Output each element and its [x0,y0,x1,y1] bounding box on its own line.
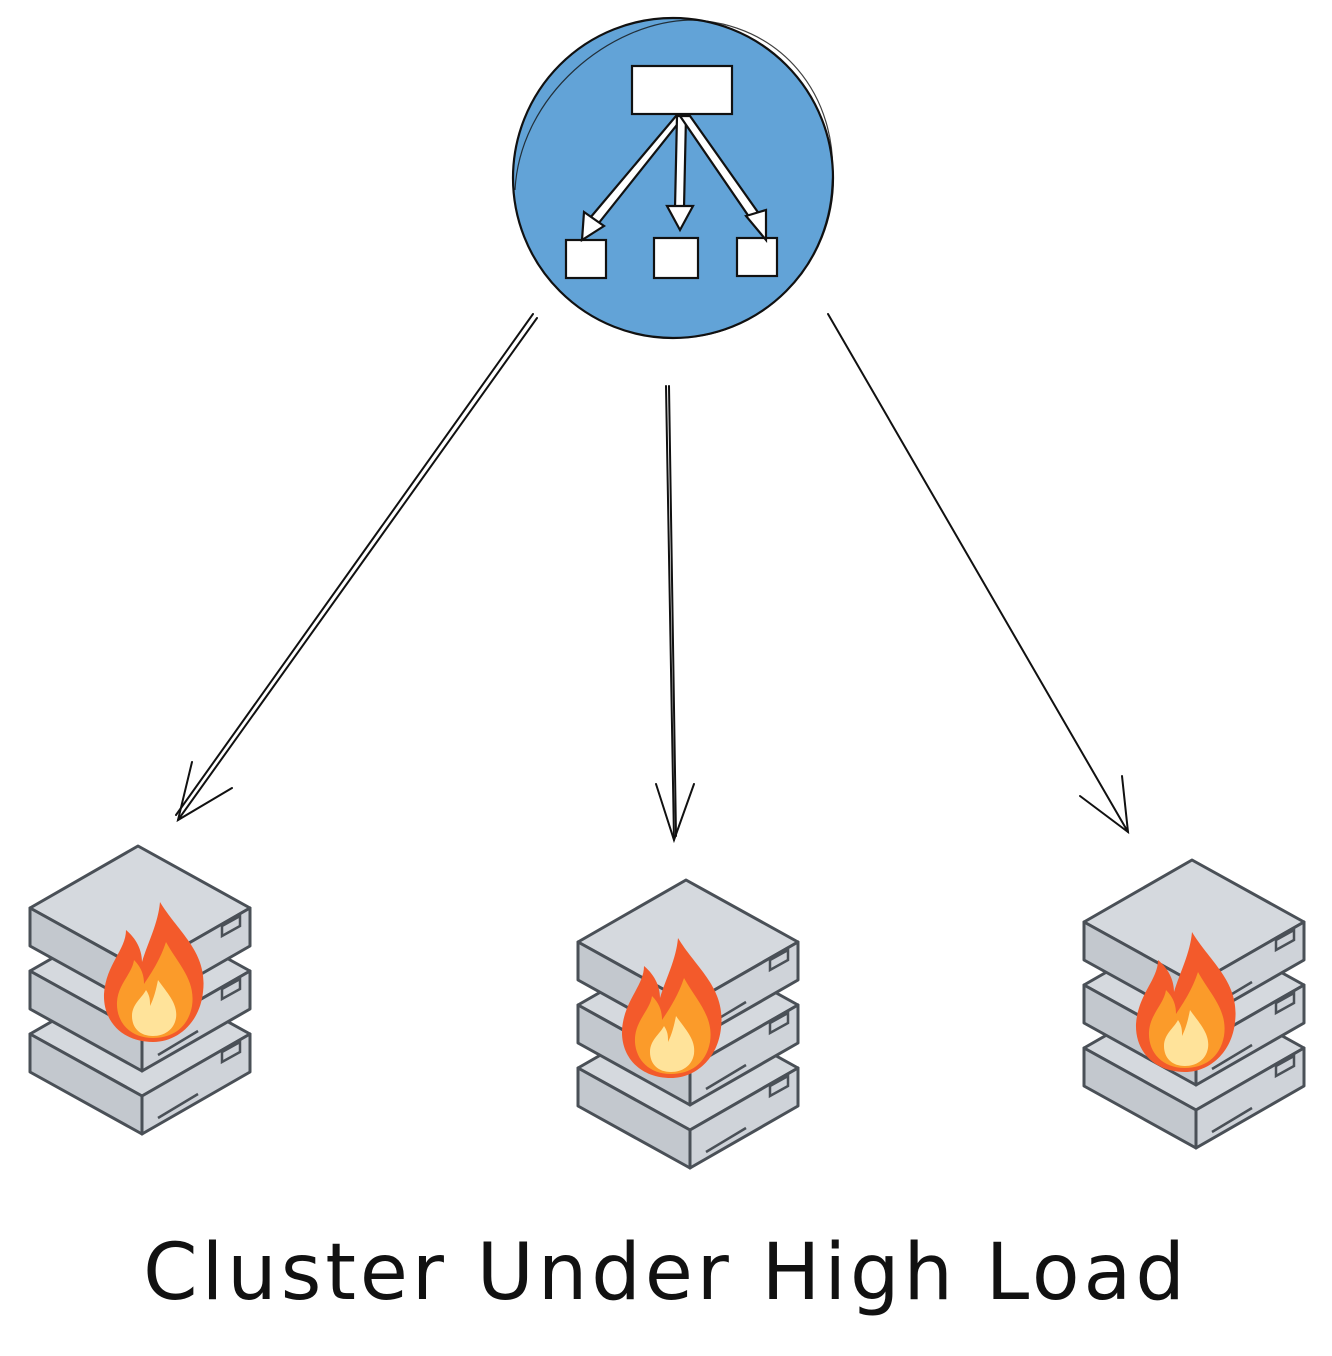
server-right [1082,858,1306,1150]
server-center [576,878,800,1170]
load-balancer-icon [564,64,779,280]
edges [175,313,1130,844]
server-left [28,844,252,1136]
diagram-caption: Cluster Under High Load [143,1228,1189,1318]
edge-to-server-right [827,313,1130,835]
edge-to-server-left [175,313,538,823]
load-balancer-sketch-outline [514,19,834,339]
load-balancer-node [511,16,835,340]
edge-to-server-center [655,385,695,844]
